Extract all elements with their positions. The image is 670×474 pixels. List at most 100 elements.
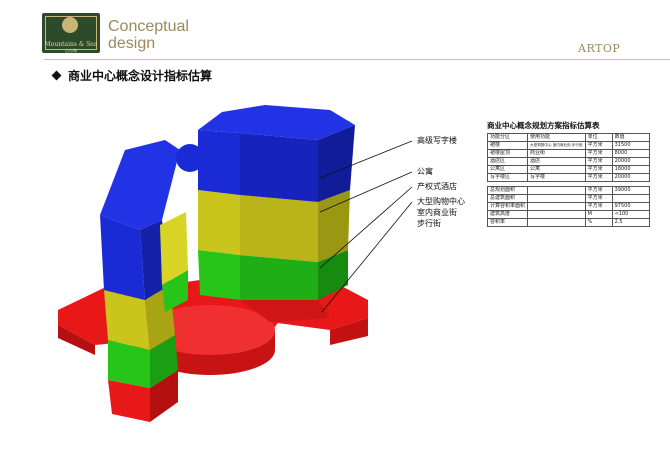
- table-cell: 计算容积率面积: [486, 202, 529, 211]
- table-cell: 平方米: [584, 149, 613, 158]
- company-logo: Mountains & Sea 山与海: [42, 13, 100, 53]
- table-cell: 容积率: [486, 218, 529, 227]
- table-cell: [527, 186, 586, 195]
- left-tower-roof: [100, 140, 180, 230]
- table-cell: 平方米: [584, 202, 613, 211]
- table-header-row: 功能分区 使用功能 单位 数值: [486, 133, 650, 142]
- logo-subtext: 山与海: [65, 48, 77, 53]
- table-row: 公寓区 公寓 平方米 18000: [486, 165, 650, 174]
- label-mall: 大型购物中心 室内商业街 步行街: [417, 196, 465, 229]
- podium-right-block-side: [330, 318, 368, 345]
- table-cell: 酒店: [527, 157, 586, 166]
- table-summary-row: 计算容积率面积 平方米 97500: [486, 202, 650, 211]
- right-tower-green-corner: [318, 250, 348, 300]
- table-cell: 商业街: [527, 149, 586, 158]
- table-cell: 97500: [611, 202, 650, 211]
- leader-line-office: [319, 140, 413, 179]
- table-cell: 写字楼区: [486, 173, 529, 182]
- left-tower-green-front: [150, 335, 178, 388]
- label-apartment: 公寓: [417, 167, 433, 176]
- right-tower-inner-red: [240, 300, 330, 322]
- label-mall-line3: 步行街: [417, 219, 441, 228]
- table-cell: 公寓区: [486, 165, 529, 174]
- label-mall-line1: 大型购物中心: [417, 197, 465, 206]
- header-cell: 单位: [584, 133, 613, 142]
- table-cell: 平方米: [584, 157, 613, 166]
- leader-line-hotel: [319, 186, 413, 269]
- table-cell: M: [584, 210, 613, 219]
- table-row: 酒店区 酒店 平方米 20000: [486, 157, 650, 166]
- header-title: Conceptual design: [108, 18, 189, 52]
- section-title: 商业中心概念设计指标估算: [68, 69, 213, 83]
- table-row: 裙楼 大型购物中心 室内商业街 步行街 平方米 31500: [486, 141, 650, 150]
- table-cell: 公寓: [527, 165, 586, 174]
- table-cell: 酒店区: [486, 157, 529, 166]
- right-tower-blue-right: [240, 133, 318, 202]
- header-divider: [44, 59, 670, 60]
- table-cell: 8000: [611, 149, 650, 158]
- right-tower-yellow-corner: [318, 190, 350, 262]
- table-cell: 总规划面积: [486, 186, 529, 195]
- left-tower-inner-yellow: [160, 212, 188, 285]
- right-tower-blue-left: [198, 130, 240, 195]
- header-cell: 功能分区: [486, 133, 529, 142]
- dome: [176, 144, 204, 172]
- table-row: 裙楼屋顶 商业街 平方米 8000: [486, 149, 650, 158]
- table-summary-row: 总建筑面积 平方米: [486, 194, 650, 203]
- header-title-line1: Conceptual: [108, 18, 189, 35]
- table-cell: [611, 194, 650, 203]
- leader-line-mall: [321, 201, 413, 313]
- table-cell: 31500: [611, 141, 650, 150]
- header-cell: 使用功能: [527, 133, 586, 142]
- right-tower-yellow-right: [240, 195, 318, 262]
- logo-text: Mountains & Sea: [44, 41, 98, 48]
- table-cell: 平方米: [584, 194, 613, 203]
- table-cell: 39000: [611, 186, 650, 195]
- left-tower-inner-green: [162, 270, 188, 312]
- table-cell: 20000: [611, 157, 650, 166]
- table-cell: 平方米: [584, 141, 613, 150]
- left-tower-blue-left: [100, 215, 145, 300]
- podium-drum-side: [145, 330, 275, 375]
- table-cell: 平方米: [584, 186, 613, 195]
- table-cell: 总建筑面积: [486, 194, 529, 203]
- table-summary-row: 容积率 % 2.5: [486, 218, 650, 227]
- label-mall-line2: 室内商业街: [417, 208, 457, 217]
- table-cell: 平方米: [584, 165, 613, 174]
- left-tower-base: [108, 380, 150, 422]
- brand-mark: ARTOP: [578, 42, 621, 55]
- table-title: 商业中心概念规划方案指标估算表: [487, 121, 600, 130]
- table-cell: [527, 210, 586, 219]
- table-cell: 18000: [611, 165, 650, 174]
- logo-border: [45, 16, 97, 50]
- left-tower-base-front: [150, 370, 178, 422]
- right-tower-green-right: [240, 255, 318, 300]
- header-cell: 数值: [611, 133, 650, 142]
- table-cell: 20000: [611, 173, 650, 182]
- table-summary-row: 建筑高度 M <100: [486, 210, 650, 219]
- left-tower-green-left: [108, 340, 150, 388]
- table-cell: %: [584, 218, 613, 227]
- table-cell: 裙楼: [486, 141, 529, 150]
- table-row: 写字楼区 写字楼 平方米 20000: [486, 173, 650, 182]
- table-summary-row: 总规划面积 平方米 39000: [486, 186, 650, 195]
- table-cell: 平方米: [584, 173, 613, 182]
- table-cell: 写字楼: [527, 173, 586, 182]
- header-title-line2: design: [108, 35, 156, 52]
- table-cell: 2.5: [611, 218, 650, 227]
- section-heading: 商业中心概念设计指标估算: [51, 67, 213, 84]
- right-tower-yellow-left: [198, 190, 240, 255]
- podium-drum-top: [145, 305, 275, 355]
- table-cell: [527, 194, 586, 203]
- table-cell: 裙楼屋顶: [486, 149, 529, 158]
- label-office: 高级写字楼: [417, 136, 457, 145]
- table-cell: <100: [611, 210, 650, 219]
- table-cell: 建筑高度: [486, 210, 529, 219]
- label-hotel: 产权式酒店: [417, 182, 457, 191]
- table-cell: [527, 218, 586, 227]
- right-tower-blue-corner: [318, 125, 355, 202]
- indicator-table: 功能分区 使用功能 单位 数值 裙楼 大型购物中心 室内商业街 步行街 平方米 …: [486, 133, 650, 227]
- leader-line-apartment: [319, 171, 413, 213]
- logo-emblem-icon: [62, 17, 78, 33]
